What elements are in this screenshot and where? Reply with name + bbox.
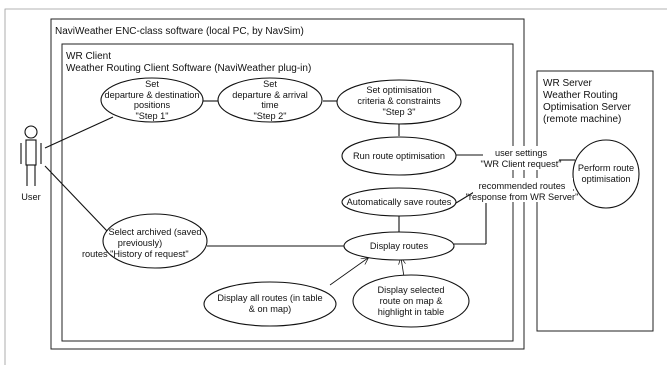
server-subtitle-1: Weather Routing (543, 90, 618, 101)
association-user-step1 (44, 116, 114, 149)
step2-line2: departure & arrival (232, 90, 308, 100)
server-subtitle-2: Optimisation Server (543, 102, 631, 113)
use-case-run-optimisation[interactable] (341, 136, 457, 176)
display-selected-line2: route on map & (380, 296, 443, 306)
archived-line2: previously) (118, 238, 162, 248)
use-case-step3[interactable] (336, 79, 462, 125)
step2-line3: time (261, 100, 278, 110)
stick-figure-icon (20, 125, 42, 186)
use-case-perform-optimisation[interactable] (572, 139, 640, 209)
association-user-archived (44, 165, 109, 233)
archived-line1: Select archived (saved (109, 227, 202, 237)
request-label-line1: user settings (495, 148, 547, 158)
perform-line1: Perform route (578, 163, 634, 173)
use-case-step2[interactable] (217, 77, 323, 123)
save-label: Automatically save routes (347, 197, 452, 207)
use-case-display-all[interactable] (203, 281, 337, 327)
step1-line3: positions (134, 100, 171, 110)
use-case-step1[interactable] (100, 77, 204, 123)
display-label: Display routes (370, 241, 429, 251)
response-label-line1: recommended routes (479, 181, 566, 191)
response-label-line2: "response from WR Server" (466, 192, 579, 202)
use-case-display-selected[interactable] (352, 274, 470, 328)
step2-line1: Set (263, 79, 277, 89)
archived-line3: routes "History of request" (82, 249, 189, 259)
outer-frame (4, 8, 667, 365)
response-label-bg (473, 178, 573, 202)
run-label: Run route optimisation (353, 151, 445, 161)
display-all-line2: & on map) (249, 304, 291, 314)
client-subtitle: Weather Routing Client Software (NaviWea… (66, 63, 311, 74)
server-title: WR Server (543, 78, 593, 89)
display-selected-line1: Display selected (378, 285, 445, 295)
use-case-display-routes[interactable] (343, 231, 455, 261)
step3-line1: Set optimisation (366, 85, 431, 95)
use-case-archived[interactable] (102, 213, 208, 269)
step3-line3: "Step 3" (382, 107, 415, 117)
display-all-line1: Display all routes (in table (217, 293, 322, 303)
system-title: NaviWeather ENC-class software (local PC… (55, 26, 304, 37)
display-selected-line3: highlight in table (378, 307, 444, 317)
step1-line4: "Step 1" (135, 111, 168, 121)
extend-display-all (329, 258, 368, 286)
perform-line2: optimisation (581, 174, 630, 184)
server-subtitle-3: (remote machine) (543, 114, 621, 125)
step3-line2: criteria & constraints (357, 96, 441, 106)
use-case-auto-save[interactable] (341, 187, 457, 217)
request-label-bg (483, 146, 559, 170)
request-label-line2: "WR Client request" (480, 159, 561, 169)
actor-label: User (21, 192, 40, 202)
step1-line2: departure & destination (104, 90, 199, 100)
step1-line1: Set (145, 79, 159, 89)
step2-line4: "Step 2" (253, 111, 286, 121)
client-title: WR Client (66, 51, 111, 62)
